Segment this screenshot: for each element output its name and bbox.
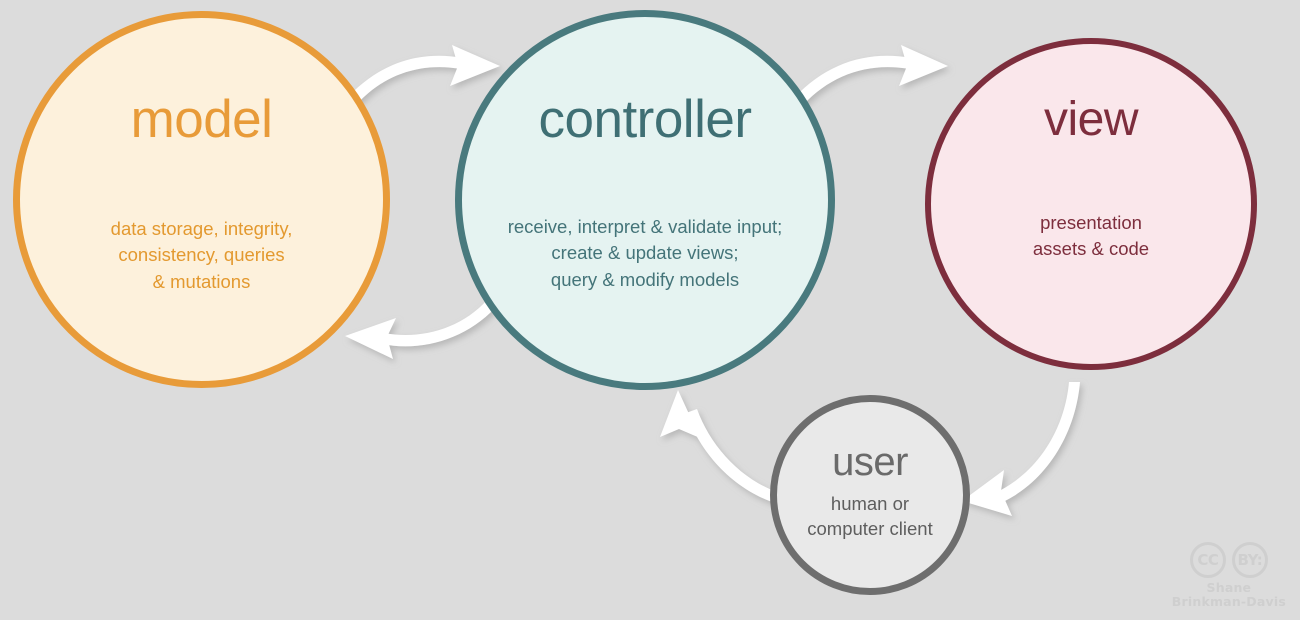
node-user-description-line: computer client bbox=[807, 517, 933, 539]
node-user-description-line: human or bbox=[830, 493, 910, 514]
node-user[interactable]: user human or computer client bbox=[770, 395, 970, 595]
author-credit-line: Brinkman-Davis bbox=[1171, 594, 1286, 610]
node-view[interactable]: view presentation assets & code bbox=[925, 38, 1257, 370]
node-view-description-line: presentation bbox=[1040, 212, 1142, 233]
node-user-title: user bbox=[832, 440, 908, 484]
node-model-description-line: consistency, queries bbox=[118, 244, 285, 266]
node-user-description: human or computer client bbox=[807, 492, 932, 542]
node-view-description: presentation assets & code bbox=[1033, 210, 1149, 263]
arrow-controller-to-view bbox=[795, 45, 948, 105]
arrow-model-to-controller bbox=[348, 45, 500, 105]
node-view-description-line: assets & code bbox=[1032, 238, 1150, 260]
license-badge[interactable]: CC BY: Shane Brinkman-Davis bbox=[1171, 541, 1286, 611]
node-model-description: data storage, integrity, consistency, qu… bbox=[111, 216, 293, 295]
node-view-title: view bbox=[1043, 93, 1139, 146]
creative-commons-marks: CC BY: bbox=[1189, 541, 1268, 578]
arrow-controller-to-model bbox=[345, 300, 495, 359]
arrow-view-to-user bbox=[962, 382, 1080, 516]
creative-commons-icon: CC bbox=[1189, 541, 1226, 578]
node-controller-description-line: receive, interpret & validate input; bbox=[507, 216, 783, 237]
node-model[interactable]: model data storage, integrity, consisten… bbox=[13, 11, 390, 388]
author-credit-line: Shane bbox=[1206, 579, 1252, 595]
node-model-description-line: data storage, integrity, bbox=[110, 218, 293, 239]
author-credit: Shane Brinkman-Davis bbox=[1171, 579, 1286, 611]
node-model-title: model bbox=[130, 90, 273, 149]
attribution-by-icon: BY: bbox=[1231, 541, 1268, 578]
node-controller-description-line: query & modify models bbox=[550, 268, 740, 290]
node-controller-description-line: create & update views; bbox=[551, 242, 739, 264]
node-controller-title: controller bbox=[538, 90, 752, 149]
node-model-description-line: & mutations bbox=[152, 270, 251, 292]
arrow-user-to-controller bbox=[660, 390, 777, 502]
node-controller-description: receive, interpret & validate input; cre… bbox=[508, 214, 783, 293]
node-controller[interactable]: controller receive, interpret & validate… bbox=[455, 10, 835, 390]
